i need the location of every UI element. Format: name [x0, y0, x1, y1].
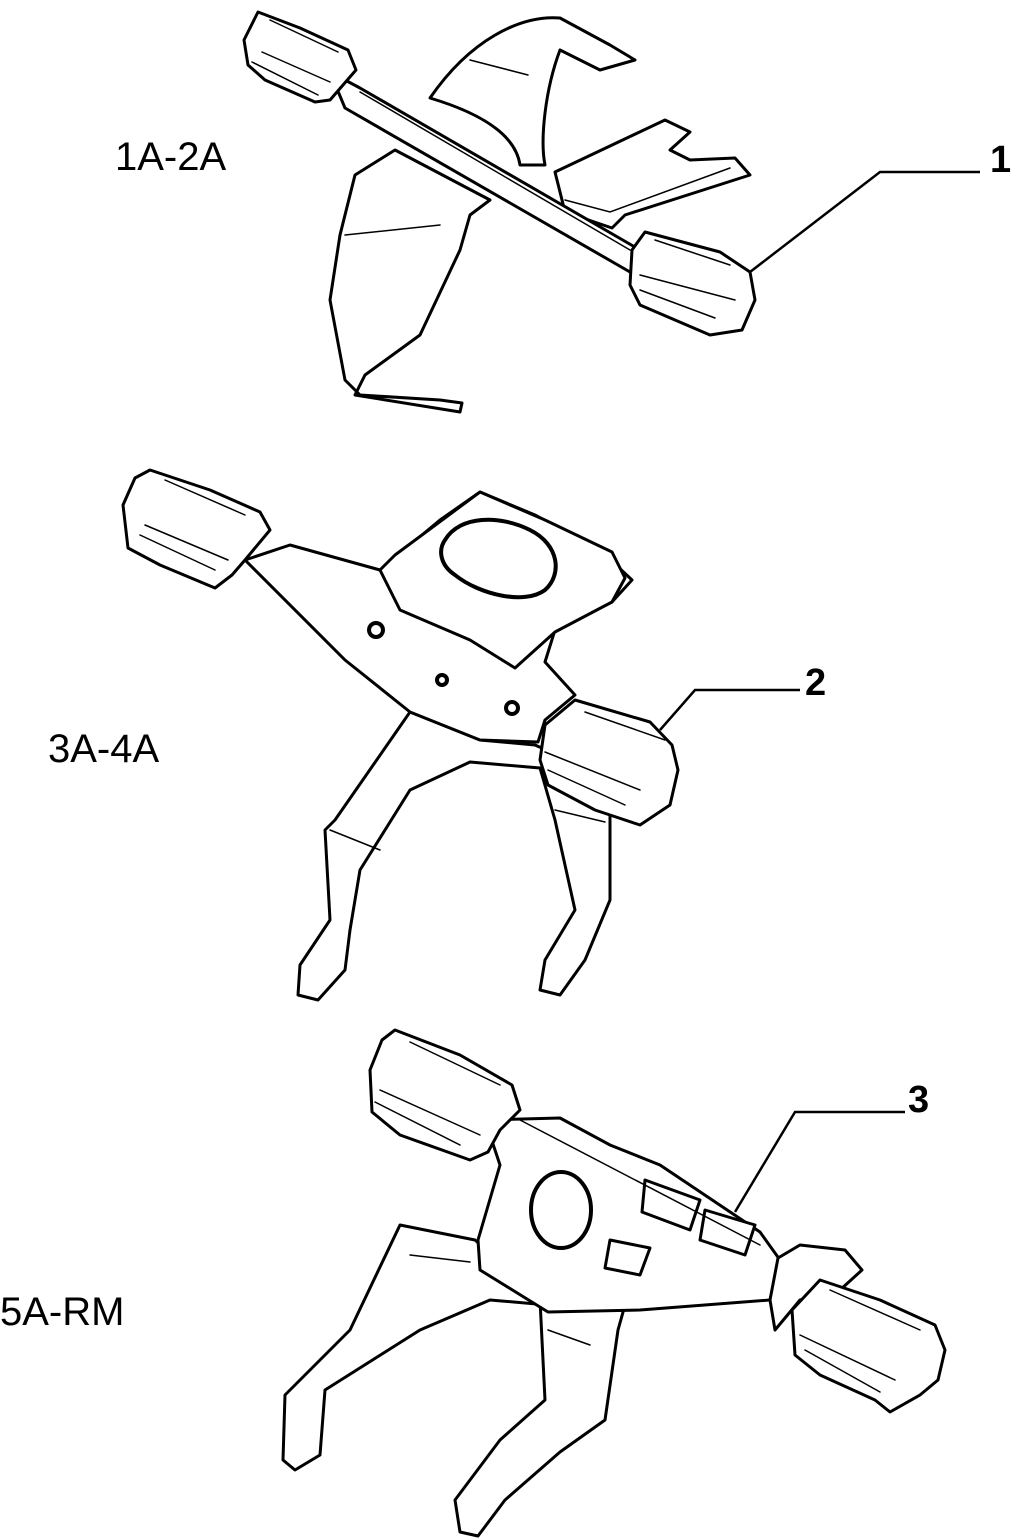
callout-3: 3 — [908, 1079, 929, 1121]
shift-fork-2: 2 3A-4A — [48, 468, 826, 1002]
callout-2: 2 — [805, 662, 826, 704]
gear-label-5a-rm: 5A-RM — [0, 1290, 124, 1334]
callout-1: 1 — [990, 139, 1011, 181]
shift-fork-1: 1 1A-2A — [115, 10, 1011, 414]
shift-fork-3: 3 5A-RM — [0, 1028, 947, 1538]
gear-label-1a-2a: 1A-2A — [115, 135, 226, 179]
gear-label-3a-4a: 3A-4A — [48, 727, 159, 771]
